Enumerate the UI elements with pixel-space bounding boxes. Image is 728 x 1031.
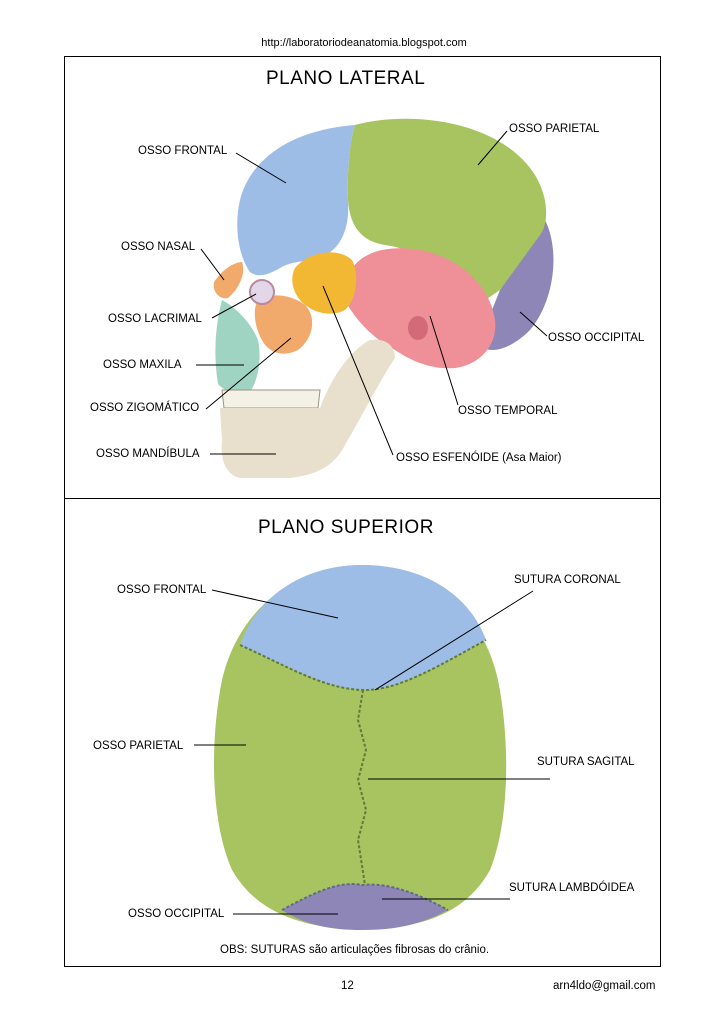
- lateral-label-mandibula: OSSO MANDÍBULA: [96, 448, 200, 460]
- lateral-nasal-bone: [213, 262, 244, 299]
- lateral-zygomatic-bone: [254, 295, 313, 354]
- lateral-ear-canal: [408, 316, 428, 340]
- lateral-label-temporal: OSSO TEMPORAL: [458, 405, 558, 417]
- page-number: 12: [341, 980, 354, 992]
- lateral-temporal-bone: [345, 248, 496, 369]
- lateral-label-frontal: OSSO FRONTAL: [138, 145, 228, 157]
- lateral-occipital-bone: [478, 220, 554, 350]
- section-divider: [64, 498, 661, 499]
- lateral-label-zigomatico: OSSO ZIGOMÁTICO: [90, 402, 200, 414]
- lateral-title: PLANO LATERAL: [266, 68, 426, 89]
- superior-label-parietal: OSSO PARIETAL: [93, 740, 184, 752]
- lateral-mandible-bone: [220, 339, 395, 478]
- lateral-label-lacrimal: OSSO LACRIMAL: [108, 313, 202, 325]
- source-url: http://laboratoriodeanatomia.blogspot.co…: [261, 37, 467, 49]
- page-frame: [64, 56, 661, 967]
- superior-occipital-bone: [282, 884, 448, 930]
- lateral-frontal-bone: [237, 125, 355, 276]
- lateral-upper-teeth: [221, 389, 321, 409]
- lateral-maxilla-bone: [215, 300, 260, 394]
- lateral-skull-image: [213, 118, 554, 478]
- superior-skull-image: [213, 565, 507, 930]
- lateral-label-occipital: OSSO OCCIPITAL: [548, 332, 645, 344]
- superior-label-sutura-lambdoidea: SUTURA LAMBDÓIDEA: [509, 882, 635, 894]
- lateral-label-esfenoide: OSSO ESFENÓIDE (Asa Maior): [396, 452, 562, 464]
- superior-leader-lines: [194, 589, 550, 915]
- lateral-label-parietal: OSSO PARIETAL: [509, 123, 600, 135]
- lateral-parietal-bone: [347, 118, 547, 305]
- superior-label-sutura-sagital: SUTURA SAGITAL: [537, 756, 635, 768]
- superior-label-sutura-coronal: SUTURA CORONAL: [514, 574, 621, 586]
- author-email[interactable]: arn4ldo@gmail.com: [553, 980, 656, 992]
- superior-note: OBS: SUTURAS são articulações fibrosas d…: [220, 944, 490, 956]
- superior-label-frontal: OSSO FRONTAL: [117, 584, 207, 596]
- lateral-label-nasal: OSSO NASAL: [121, 241, 196, 253]
- superior-title: PLANO SUPERIOR: [258, 517, 434, 538]
- superior-lambdoid-suture: [281, 883, 449, 911]
- lateral-sphenoid-bone: [292, 252, 357, 314]
- lateral-label-maxila: OSSO MAXILA: [103, 359, 182, 371]
- superior-label-occipital: OSSO OCCIPITAL: [128, 908, 225, 920]
- lateral-leader-lines: [196, 130, 548, 456]
- lateral-orbit: [249, 279, 275, 305]
- superior-sagittal-suture: [356, 689, 368, 886]
